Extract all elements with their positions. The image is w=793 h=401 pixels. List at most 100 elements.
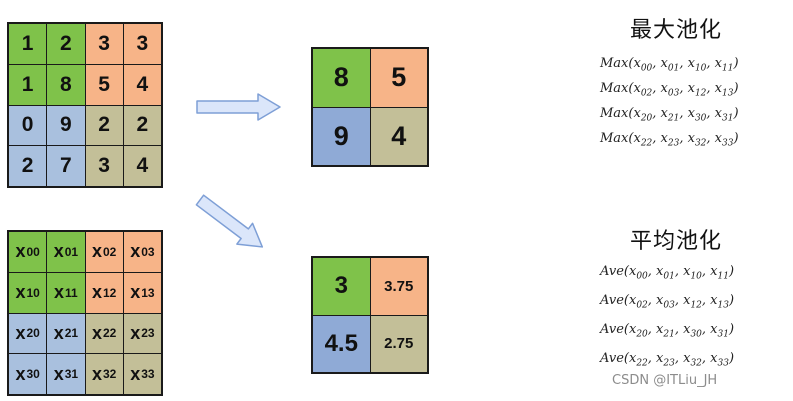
formula-var: x [660, 131, 668, 146]
max-pool-cell: 8 [313, 49, 370, 107]
variable-index: 33 [141, 367, 155, 382]
formula-punct: , [674, 264, 684, 279]
formula-func: Max( [600, 106, 634, 121]
formula-index: 21 [663, 329, 675, 340]
formula-index: 03 [663, 300, 675, 311]
formula-punct: , [701, 264, 711, 279]
formula-func: Ave( [600, 264, 629, 279]
avg-pool-output: 3 3.75 4.5 2.75 [311, 256, 429, 374]
formula-var: x [714, 131, 722, 146]
arrow-down-right-icon [195, 194, 264, 248]
input-cell: 2 [47, 24, 85, 64]
formula-line: Ave(x00, x01, x10, x11) [600, 264, 734, 282]
formula-index: 22 [636, 358, 648, 369]
formula-index: 10 [690, 271, 702, 282]
formula-punct: , [674, 351, 684, 366]
formula-line: Ave(x20, x21, x30, x31) [600, 322, 734, 340]
formula-punct: ) [728, 293, 735, 308]
formula-index: 12 [694, 88, 707, 99]
formula-var: x [656, 322, 664, 337]
formula-var: x [633, 56, 641, 71]
formula-var: x [628, 264, 637, 279]
formula-index: 03 [667, 88, 680, 99]
input-cell: 3 [123, 24, 161, 64]
input-cell: 3 [85, 146, 123, 186]
variable-index: 00 [26, 244, 40, 259]
variable-base: x [15, 282, 26, 303]
formula-punct: , [679, 56, 688, 71]
formula-index: 11 [722, 63, 734, 74]
variable-base: x [15, 322, 26, 343]
formula-punct: , [706, 131, 715, 146]
variable-base: x [130, 282, 141, 303]
formula-punct: , [652, 56, 661, 71]
formula-index: 02 [636, 300, 648, 311]
formula-var: x [683, 351, 691, 366]
formula-var: x [628, 322, 637, 337]
formula-index: 01 [663, 271, 675, 282]
formula-var: x [660, 106, 668, 121]
formula-func: Max( [600, 81, 634, 96]
avg-pool-cell: 3 [313, 258, 370, 315]
formula-index: 33 [717, 358, 729, 369]
formula-var: x [660, 81, 668, 96]
input-cell: 4 [123, 64, 161, 105]
formula-punct: , [706, 106, 715, 121]
formula-punct: ) [733, 131, 739, 146]
formula-index: 23 [663, 358, 675, 369]
max-pool-cell: 4 [370, 107, 427, 165]
variable-index: 12 [102, 285, 117, 300]
variable-base: x [130, 363, 141, 384]
variable-base: x [91, 241, 102, 262]
variable-index: 03 [141, 244, 155, 259]
formula-index: 11 [717, 271, 729, 282]
watermark: CSDN @ITLiu_JH [612, 373, 718, 388]
formula-var: x [687, 56, 695, 71]
formula-var: x [656, 293, 664, 308]
avg-pool-cell: 4.5 [313, 315, 370, 372]
max-pool-title: 最大池化 [630, 18, 723, 43]
formula-index: 33 [722, 138, 734, 149]
formula-punct: ) [733, 81, 739, 96]
variable-base: x [130, 322, 141, 343]
input-cell: 7 [47, 146, 85, 186]
max-pool-cell: 5 [370, 49, 427, 107]
formula-punct: ) [728, 264, 735, 279]
formula-index: 01 [667, 63, 680, 74]
formula-index: 32 [694, 138, 707, 149]
formula-var: x [710, 322, 718, 337]
formula-index: 12 [690, 300, 702, 311]
formula-index: 31 [717, 329, 729, 340]
formula-var: x [710, 293, 718, 308]
formula-punct: , [652, 81, 661, 96]
formula-line: Max(x02, x03, x12, x13) [600, 81, 739, 99]
avg-pool-title: 平均池化 [630, 229, 723, 254]
formula-var: x [687, 106, 695, 121]
input-cell: 2 [85, 105, 123, 146]
formula-var: x [633, 81, 641, 96]
formula-index: 02 [640, 88, 653, 99]
variable-index: 23 [141, 326, 155, 341]
formula-index: 20 [640, 113, 653, 124]
formula-var: x [687, 81, 695, 96]
formula-punct: , [647, 322, 657, 337]
formula-line: Ave(x22, x23, x32, x33) [600, 351, 734, 369]
formula-var: x [683, 264, 691, 279]
input-cell: 3 [85, 24, 123, 64]
input-cell: 9 [47, 105, 85, 146]
formula-index: 22 [640, 138, 653, 149]
formula-func: Max( [600, 131, 634, 146]
input-cell: 8 [47, 64, 85, 105]
formula-var: x [710, 264, 718, 279]
avg-pool-cell: 3.75 [370, 258, 427, 315]
avg-pool-cell: 2.75 [370, 315, 427, 372]
